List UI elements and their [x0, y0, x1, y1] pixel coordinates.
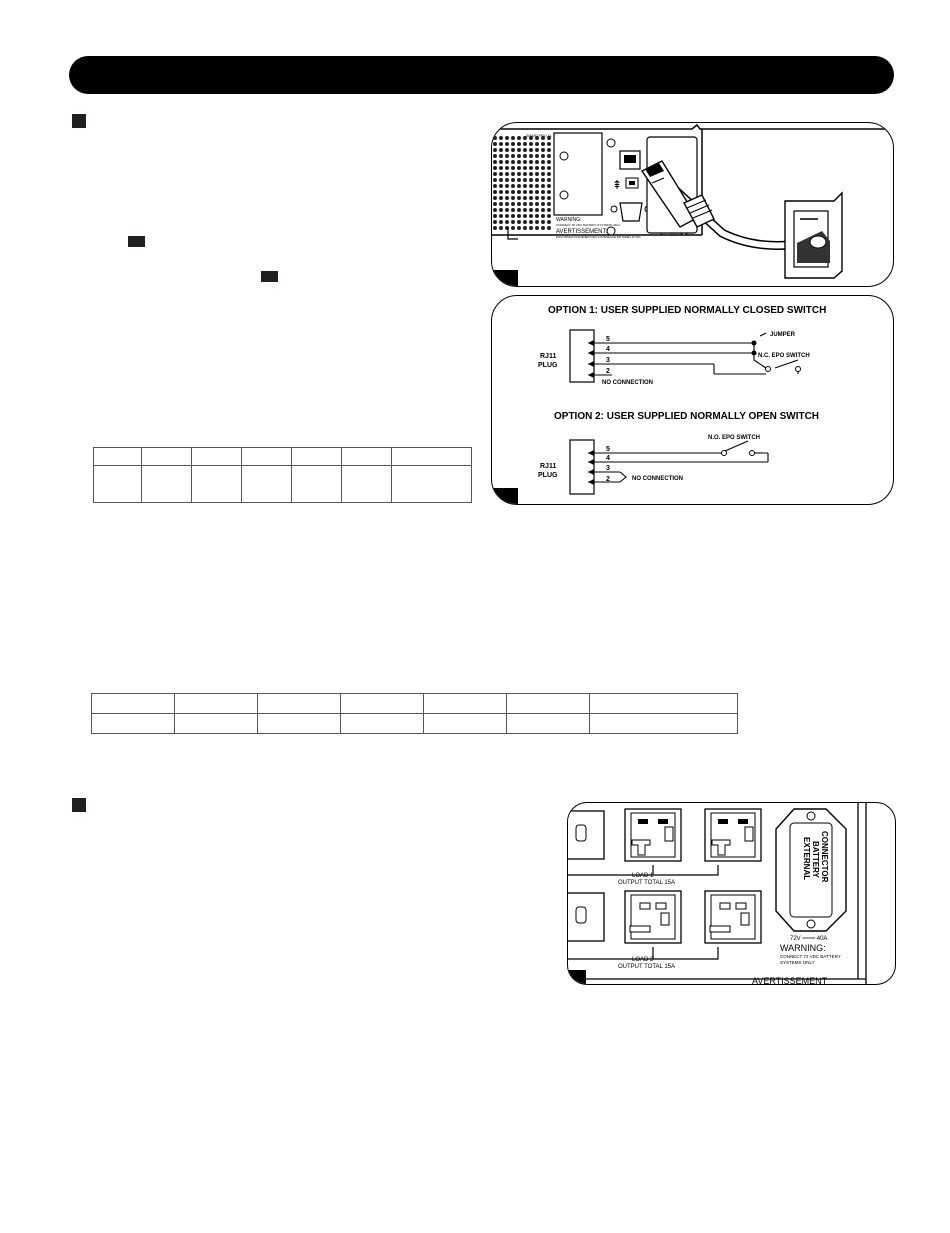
- no-connection-label: NO CONNECTION: [602, 380, 653, 386]
- battery-avertissement-label: AVERTISSEMENT: [752, 976, 828, 984]
- table-cell: [423, 713, 507, 734]
- avertissement-label: AVERTISSEMENT:: [556, 229, 607, 235]
- table-cell: [241, 447, 292, 466]
- avertissement-sub-label: RACCORDER UNIQUEMENT DES SYSTEMES DE BAT…: [556, 235, 641, 239]
- option2-title: OPTION 2: USER SUPPLIED NORMALLY OPEN SW…: [554, 411, 819, 422]
- epo-wiring-diagram: OPTION 1: USER SUPPLIED NORMALLY CLOSED …: [538, 305, 826, 495]
- section-marker: [72, 798, 86, 812]
- epo-switch-icon: [784, 191, 843, 279]
- load2-sub-label: OUTPUT TOTAL 15A: [618, 964, 675, 970]
- epo-wiring-figure: OPTION 1: USER SUPPLIED NORMALLY CLOSED …: [491, 295, 894, 505]
- table-cell: [391, 447, 472, 466]
- figure-tag: [492, 488, 518, 504]
- jumper-arrow-icon: [759, 332, 767, 337]
- table-cell: [257, 713, 341, 734]
- table-cell: [340, 713, 424, 734]
- pin-label: 3: [606, 357, 610, 364]
- nc-switch-label: N.C. EPO SWITCH: [758, 353, 810, 359]
- table-cell: [93, 465, 142, 503]
- outlet-icon: [624, 890, 682, 944]
- outlet-icon: [704, 890, 762, 944]
- pin-label: 4: [606, 455, 610, 462]
- ext-battery-label: EXTERNAL: [802, 837, 811, 880]
- outlet-panel-illustration: LOAD 1 OUTPUT TOTAL 15A LOAD 2 OUTPUT TO…: [568, 803, 867, 984]
- pin-label: 4: [606, 346, 610, 353]
- pin-label: 2: [606, 476, 610, 483]
- ups-rear-panel-figure: SMART PRO XL WARNING: CONNECT 48 VDC BAT…: [491, 122, 894, 287]
- table-cell: [589, 693, 738, 714]
- table-cell: [93, 447, 142, 466]
- table-cell: [506, 693, 590, 714]
- figure-tag: [568, 970, 586, 984]
- figure-ref-marker: [128, 236, 145, 247]
- ups-model-label: SMART PRO XL: [526, 134, 552, 138]
- no-switch-label: N.O. EPO SWITCH: [708, 435, 760, 441]
- rj11-plug-icon: [640, 160, 715, 228]
- load1-sub-label: OUTPUT TOTAL 15A: [618, 880, 675, 886]
- battery-rating-label: 72V ═══ 40A: [790, 936, 827, 942]
- battery-warning-sub: CONNECT 72 VDC BATTERY: [780, 954, 841, 959]
- battery-warning-label: WARNING:: [780, 943, 826, 953]
- spec-table-wide: [91, 693, 738, 734]
- ups-rear-panel-illustration: SMART PRO XL WARNING: CONNECT 48 VDC BAT…: [492, 123, 892, 279]
- table-cell: [391, 465, 472, 503]
- table-cell: [191, 465, 242, 503]
- plug-label: PLUG: [538, 472, 558, 479]
- option1-title: OPTION 1: USER SUPPLIED NORMALLY CLOSED …: [548, 305, 826, 316]
- battery-warning-sub: SYSTEMS ONLY: [780, 960, 815, 965]
- pin-label: 5: [606, 336, 610, 343]
- ext-battery-label: BATTERY: [811, 841, 820, 879]
- table-cell: [257, 693, 341, 714]
- jumper-label: JUMPER: [770, 332, 796, 338]
- warning-label: WARNING:: [556, 217, 581, 223]
- table-cell: [291, 447, 342, 466]
- outlet-icon: [704, 808, 762, 862]
- table-cell: [291, 465, 342, 503]
- table-cell: [341, 447, 392, 466]
- no-connection-label: NO CONNECTION: [632, 476, 683, 482]
- rj11-label: RJ11: [540, 353, 556, 360]
- figure-ref-marker: [261, 271, 278, 282]
- table-cell: [341, 465, 392, 503]
- outlet-panel-figure: LOAD 1 OUTPUT TOTAL 15A LOAD 2 OUTPUT TO…: [567, 802, 896, 985]
- vent-grille: [492, 135, 552, 231]
- ext-battery-label: CONNECTOR: [820, 831, 829, 883]
- usb-icon: ⇞: [612, 178, 622, 192]
- section-header-bar: [69, 56, 894, 94]
- table-cell: [141, 447, 192, 466]
- outlet-icon: [568, 810, 605, 860]
- table-cell: [241, 465, 292, 503]
- external-battery-connector-icon: EXTERNAL BATTERY CONNECTOR: [775, 808, 847, 932]
- outlet-icon: [624, 808, 682, 862]
- table-cell: [423, 693, 507, 714]
- table-cell: [174, 693, 258, 714]
- plug-label: PLUG: [538, 362, 558, 369]
- warning-sub-label: CONNECT 48 VDC BATTERY SYSTEMS ONLY: [556, 223, 620, 227]
- table-cell: [589, 713, 738, 734]
- pin-label: 3: [606, 465, 610, 472]
- acc-slot-label: ACC. SLOT: [660, 232, 679, 236]
- table-cell: [174, 713, 258, 734]
- table-cell: [91, 693, 175, 714]
- pin-label: 2: [606, 368, 610, 375]
- table-cell: [340, 693, 424, 714]
- table-cell: [91, 713, 175, 734]
- load1-label: LOAD 1: [632, 873, 654, 879]
- table-cell: [191, 447, 242, 466]
- figure-tag: [492, 270, 518, 286]
- rj11-label: RJ11: [540, 463, 556, 470]
- serial-port: [619, 202, 643, 222]
- section-marker: [72, 114, 86, 128]
- load2-label: LOAD 2: [632, 957, 654, 963]
- pin-label: 5: [606, 446, 610, 453]
- table-cell: [506, 713, 590, 734]
- table-cell: [141, 465, 192, 503]
- spec-table-small: [93, 447, 472, 503]
- outlet-icon: [568, 892, 605, 942]
